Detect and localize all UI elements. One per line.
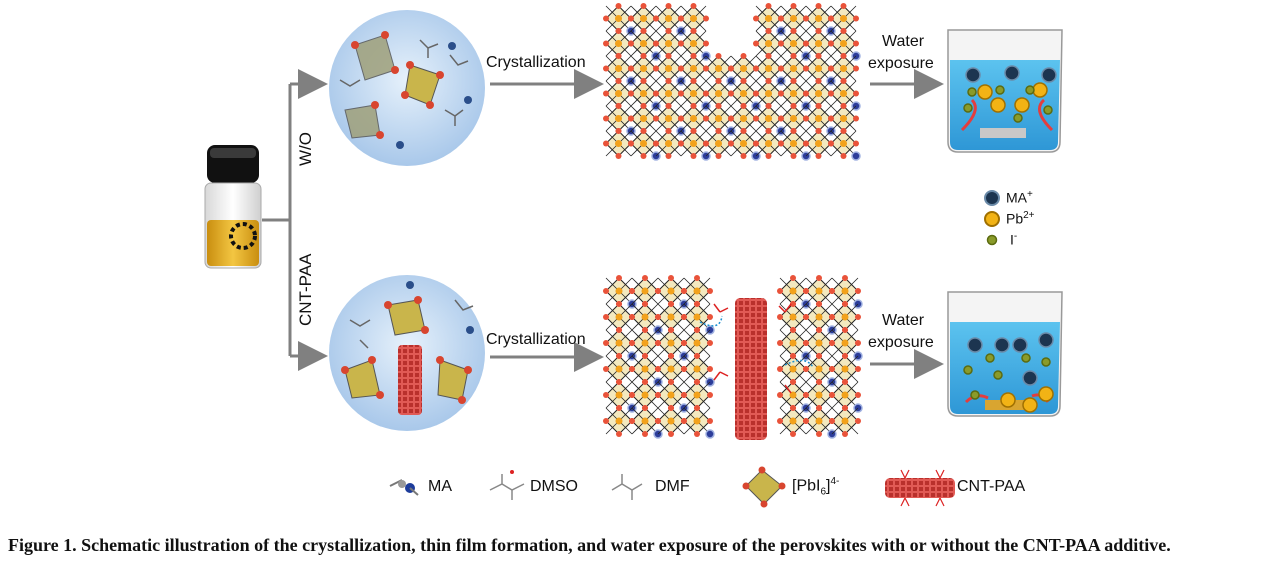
figure-caption: Figure 1. Schematic illustration of the … [8,534,1266,556]
legend-pbi6: [PbI6]4- [792,476,840,498]
schematic-figure [204,3,1063,508]
legend-dmf: DMF [655,478,690,495]
dmf-molecule-icon [611,474,643,500]
caption-label: Figure 1. [8,535,77,555]
label-cnt-paa: CNT-PAA [296,253,315,326]
label-water-top-2: exposure [868,55,934,72]
legend-i-ion: I- [1010,231,1018,248]
label-crystallization-top: Crystallization [486,54,586,71]
legend-cnt-paa: CNT-PAA [957,478,1026,495]
dmso-molecule-icon [489,470,525,500]
label-water-bottom-2: exposure [868,334,934,351]
vial-icon [204,145,262,269]
ma-molecule-icon [389,479,419,496]
ma-ion-icon [984,190,1000,206]
i-ion-icon [986,234,998,246]
caption-text: Schematic illustration of the crystalliz… [81,535,1171,555]
branch-lines [262,69,328,371]
label-wo: W/O [296,132,315,166]
legend-ma-ion: MA+ [1006,189,1033,206]
solution-bubble-wo [329,10,485,166]
legend-dmso: DMSO [530,478,578,495]
solution-bubble-cnt-paa [329,275,485,431]
pbi6-octahedron-icon [742,466,786,508]
ion-legend [984,190,1000,246]
label-crystallization-bottom: Crystallization [486,331,586,348]
cnt-paa-in-film [699,298,814,440]
label-water-bottom-1: Water [882,312,925,329]
pb-ion-icon [984,211,1000,227]
legend-pb-ion: Pb2+ [1006,210,1035,227]
cnt-paa-icon [885,469,955,507]
perovskite-lattice-cnt-paa [603,275,863,439]
perovskite-lattice-wo [603,3,861,161]
label-water-top-1: Water [882,33,925,50]
legend-ma: MA [428,478,452,495]
beaker-ions [963,65,1057,413]
